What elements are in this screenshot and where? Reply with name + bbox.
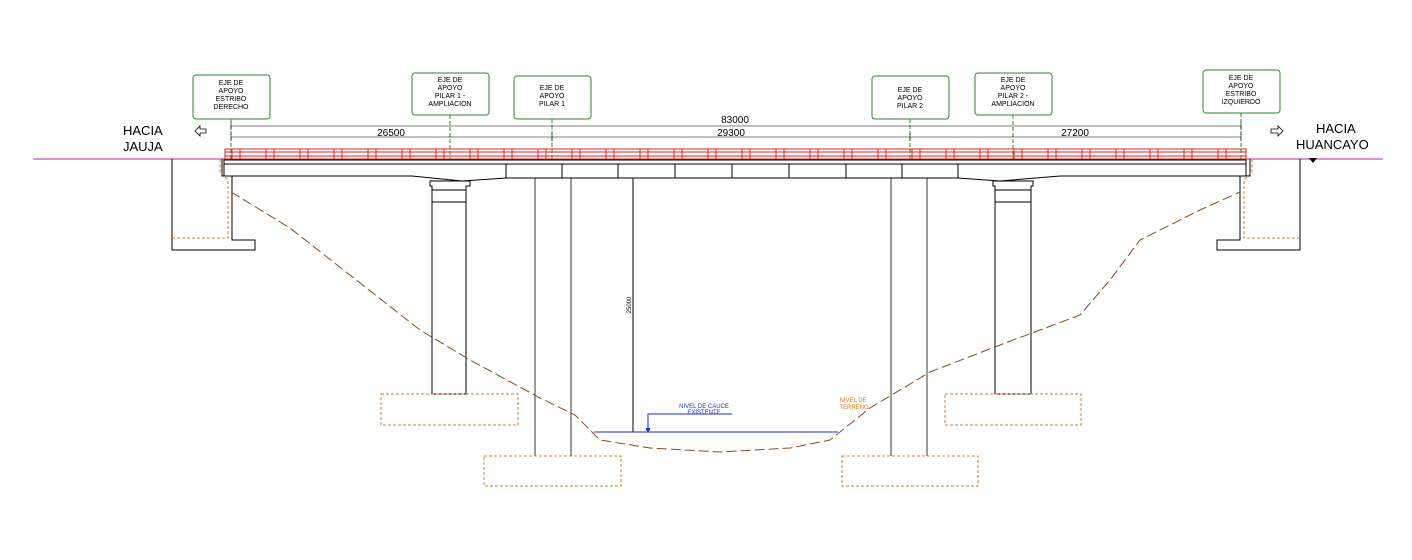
- svg-text:APOYO: APOYO: [898, 95, 923, 102]
- note-terreno-line-2: TERRENO: [839, 405, 869, 411]
- svg-text:APOYO: APOYO: [1229, 83, 1254, 90]
- direction-left: HACIA JAUJA: [123, 123, 207, 154]
- axis-label-pilar-2: EJE DE APOYO PILAR 2: [871, 75, 950, 165]
- svg-text:AMPLIACION: AMPLIACION: [428, 101, 471, 108]
- span-1-label: 26500: [377, 128, 405, 139]
- note-cauce-line-2: EXISTENTE: [687, 410, 720, 416]
- svg-text:EJE DE: EJE DE: [898, 87, 923, 94]
- pier-1: [534, 178, 572, 456]
- bridge-deck: [223, 159, 1247, 182]
- svg-text:EJE DE: EJE DE: [438, 77, 463, 84]
- svg-text:AMPLIACION: AMPLIACION: [991, 101, 1034, 108]
- dimension-total-label: 83000: [721, 115, 749, 126]
- pier-2: [890, 178, 928, 456]
- svg-text:EJE DE: EJE DE: [1001, 77, 1026, 84]
- direction-right: HACIA HUANCAYO: [1270, 121, 1369, 163]
- span-3-label: 27200: [1061, 128, 1089, 139]
- axis-label-pilar-1-ampliacion: EJE DE APOYO PILAR 1 - AMPLIACION: [411, 72, 490, 165]
- dimension-total: [230, 122, 1242, 130]
- svg-text:APOYO: APOYO: [1001, 85, 1026, 92]
- axis-label-pilar-1: EJE DE APOYO PILAR 1: [513, 75, 592, 165]
- note-terreno-line-1: NIVEL DE: [839, 398, 866, 404]
- terrain-profile: [230, 191, 1241, 453]
- svg-text:PILAR 1: PILAR 1: [539, 101, 565, 108]
- pier-2-ampliacion: [992, 180, 1034, 395]
- span-2-label: 29300: [717, 128, 745, 139]
- direction-left-line-2: JAUJA: [123, 139, 163, 154]
- svg-text:APOYO: APOYO: [219, 88, 244, 95]
- height-dimension-label: 25000: [627, 296, 633, 313]
- direction-right-line-2: HUANCAYO: [1296, 137, 1369, 152]
- note-cauce-line-1: NIVEL DE CAUCE: [679, 404, 729, 410]
- svg-text:PILAR 2: PILAR 2: [897, 103, 923, 110]
- dimension-spans: [230, 133, 1242, 141]
- pier-1-ampliacion: [429, 180, 471, 395]
- axis-label-estribo-izquierdo: EJE DE APOYO ESTRIBO IZQUIERDO: [1202, 69, 1281, 165]
- svg-text:APOYO: APOYO: [438, 85, 463, 92]
- svg-text:ESTRIBO: ESTRIBO: [216, 96, 247, 103]
- abutment-right: [1216, 159, 1301, 251]
- arrow-right-icon: [1270, 125, 1284, 137]
- railing: [224, 148, 1247, 160]
- svg-text:DERECHO: DERECHO: [213, 104, 249, 111]
- svg-text:PILAR 1 -: PILAR 1 -: [435, 93, 466, 100]
- level-marker-icon: [1309, 158, 1317, 163]
- arrow-left-icon: [194, 125, 207, 137]
- direction-left-line-1: HACIA: [123, 123, 163, 138]
- svg-text:PILAR 2 -: PILAR 2 -: [998, 93, 1029, 100]
- svg-text:ESTRIBO: ESTRIBO: [1226, 91, 1257, 98]
- riverbed-level: [594, 413, 838, 434]
- svg-text:APOYO: APOYO: [540, 93, 565, 100]
- svg-text:EJE DE: EJE DE: [540, 85, 565, 92]
- direction-right-line-1: HACIA: [1316, 121, 1356, 136]
- svg-text:EJE DE: EJE DE: [1229, 75, 1254, 82]
- axis-label-pilar-2-ampliacion: EJE DE APOYO PILAR 2 - AMPLIACION: [974, 72, 1053, 165]
- svg-text:EJE DE: EJE DE: [219, 80, 244, 87]
- footings: [380, 393, 1082, 487]
- svg-text:IZQUIERDO: IZQUIERDO: [1222, 99, 1261, 106]
